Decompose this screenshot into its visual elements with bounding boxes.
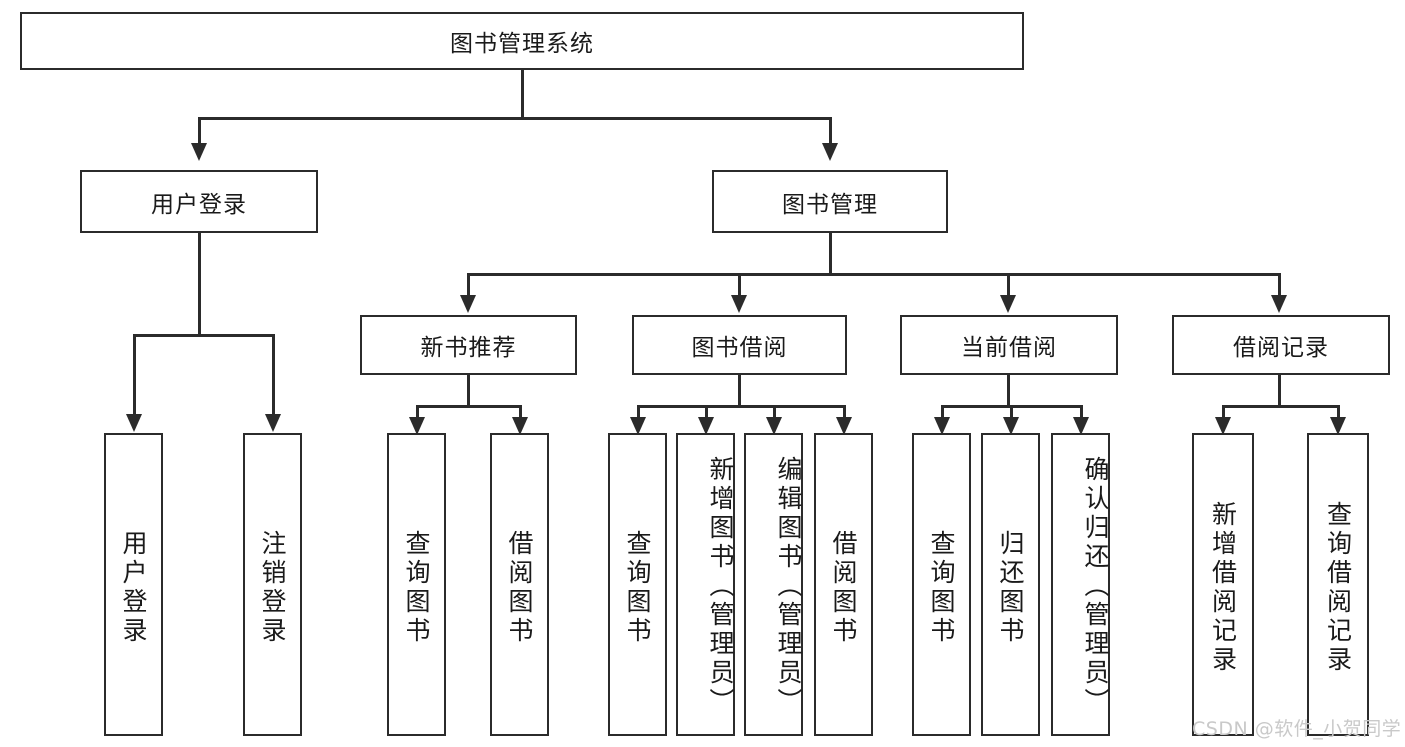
- edge-bookmgmt-to-c1: [467, 273, 470, 297]
- edge-userlogin-down: [198, 233, 201, 336]
- arrow-currentborrow-to-leaf2: [1003, 417, 1019, 435]
- leaf-query-book-current[interactable]: 查询图书: [912, 433, 971, 736]
- node-borrow-record[interactable]: 借阅记录: [1172, 315, 1390, 375]
- node-book-management[interactable]: 图书管理: [712, 170, 948, 233]
- leaf-logout[interactable]: 注销登录: [243, 433, 302, 736]
- node-label: 图书管理: [782, 191, 878, 218]
- node-label: 当前借阅: [961, 335, 1057, 361]
- leaf-query-book-borrow[interactable]: 查询图书: [608, 433, 667, 736]
- node-label: 归还图书: [996, 529, 1025, 646]
- node-label: 用户登录: [151, 191, 247, 218]
- node-label: 注销登录: [258, 529, 287, 646]
- node-root-system[interactable]: 图书管理系统: [20, 12, 1024, 70]
- edge-bookmgmt-down: [829, 233, 832, 275]
- leaf-return-book[interactable]: 归还图书: [981, 433, 1040, 736]
- csdn-watermark: CSDN @软件_小贺同学: [1192, 718, 1402, 740]
- edge-borrowrecord-to-leaf1: [1222, 405, 1225, 419]
- node-label: 用户登录: [119, 529, 148, 646]
- arrow-currentborrow-to-leaf3: [1073, 417, 1089, 435]
- edge-userlogin-to-leaf1: [133, 334, 136, 416]
- node-label: 新增图书（管理员）: [706, 456, 735, 717]
- leaf-query-borrow-record[interactable]: 查询借阅记录: [1307, 433, 1369, 736]
- node-current-borrow[interactable]: 当前借阅: [900, 315, 1118, 375]
- edge-bookborrow-bar: [637, 405, 845, 408]
- arrow-bookborrow-to-leaf1: [630, 417, 646, 435]
- edge-bookborrow-to-leaf2: [705, 405, 708, 419]
- edge-borrowrecord-to-leaf2: [1337, 405, 1340, 419]
- edge-bookmgmt-to-c3: [1007, 273, 1010, 297]
- edge-userlogin-to-leaf2: [272, 334, 275, 416]
- edge-currentborrow-down: [1007, 375, 1010, 407]
- arrow-borrowrecord-to-leaf1: [1215, 417, 1231, 435]
- edge-bookborrow-to-leaf1: [637, 405, 640, 419]
- edge-currentborrow-to-leaf3: [1080, 405, 1083, 419]
- edge-currentborrow-to-leaf1: [941, 405, 944, 419]
- edge-root-down: [521, 70, 524, 118]
- node-label: 查询图书: [927, 529, 956, 646]
- node-label: 借阅记录: [1233, 335, 1329, 361]
- node-label: 新书推荐: [420, 335, 517, 361]
- edge-bookborrow-down: [738, 375, 741, 407]
- arrow-bookborrow-to-leaf2: [698, 417, 714, 435]
- node-label: 查询图书: [623, 529, 652, 646]
- edge-root-bar: [198, 117, 832, 120]
- arrow-root-to-userlogin: [191, 143, 207, 161]
- leaf-user-login[interactable]: 用户登录: [104, 433, 163, 736]
- node-label: 图书管理系统: [450, 31, 594, 57]
- edge-recommend-bar: [416, 405, 519, 408]
- edge-bookmgmt-to-c2: [738, 273, 741, 297]
- node-new-book-recommend[interactable]: 新书推荐: [360, 315, 577, 375]
- edge-recommend-to-leaf2: [519, 405, 522, 419]
- node-label: 查询借阅记录: [1323, 500, 1353, 675]
- arrow-bookmgmt-to-c2: [731, 295, 747, 313]
- edge-bookborrow-to-leaf3: [773, 405, 776, 419]
- leaf-add-book-admin[interactable]: 新增图书（管理员）: [676, 433, 735, 736]
- arrow-bookmgmt-to-c1: [460, 295, 476, 313]
- arrow-currentborrow-to-leaf1: [934, 417, 950, 435]
- leaf-add-borrow-record[interactable]: 新增借阅记录: [1192, 433, 1254, 736]
- leaf-edit-book-admin[interactable]: 编辑图书（管理员）: [744, 433, 803, 736]
- edge-bookborrow-to-leaf4: [843, 405, 846, 419]
- node-label: 新增借阅记录: [1208, 500, 1238, 675]
- leaf-confirm-return-admin[interactable]: 确认归还（管理员）: [1051, 433, 1110, 736]
- arrow-bookmgmt-to-c4: [1271, 295, 1287, 313]
- edge-bookmgmt-bar: [467, 273, 1281, 276]
- edge-bookmgmt-to-c4: [1278, 273, 1281, 297]
- leaf-borrow-book[interactable]: 借阅图书: [814, 433, 873, 736]
- edge-userlogin-bar: [133, 334, 275, 337]
- leaf-borrow-book-recommend[interactable]: 借阅图书: [490, 433, 549, 736]
- node-label: 图书借阅: [691, 335, 788, 361]
- arrow-bookborrow-to-leaf4: [836, 417, 852, 435]
- arrow-recommend-to-leaf1: [409, 417, 425, 435]
- node-label: 借阅图书: [505, 529, 534, 646]
- arrow-root-to-bookmgmt: [822, 143, 838, 161]
- arrow-borrowrecord-to-leaf2: [1330, 417, 1346, 435]
- leaf-query-book-recommend[interactable]: 查询图书: [387, 433, 446, 736]
- edge-recommend-down: [467, 375, 470, 407]
- edge-root-to-bookmgmt: [829, 117, 832, 145]
- edge-root-to-userlogin: [198, 117, 201, 145]
- node-user-login[interactable]: 用户登录: [80, 170, 318, 233]
- node-book-borrow[interactable]: 图书借阅: [632, 315, 847, 375]
- arrow-userlogin-to-leaf1: [126, 414, 142, 432]
- arrow-userlogin-to-leaf2: [265, 414, 281, 432]
- arrow-bookborrow-to-leaf3: [766, 417, 782, 435]
- edge-borrowrecord-down: [1278, 375, 1281, 407]
- arrow-bookmgmt-to-c3: [1000, 295, 1016, 313]
- node-label: 确认归还（管理员）: [1081, 456, 1110, 717]
- edge-recommend-to-leaf1: [416, 405, 419, 419]
- edge-currentborrow-to-leaf2: [1010, 405, 1013, 419]
- edge-borrowrecord-bar: [1222, 405, 1337, 408]
- node-label: 查询图书: [402, 529, 431, 646]
- node-label: 编辑图书（管理员）: [774, 456, 803, 717]
- node-label: 借阅图书: [829, 529, 858, 646]
- arrow-recommend-to-leaf2: [512, 417, 528, 435]
